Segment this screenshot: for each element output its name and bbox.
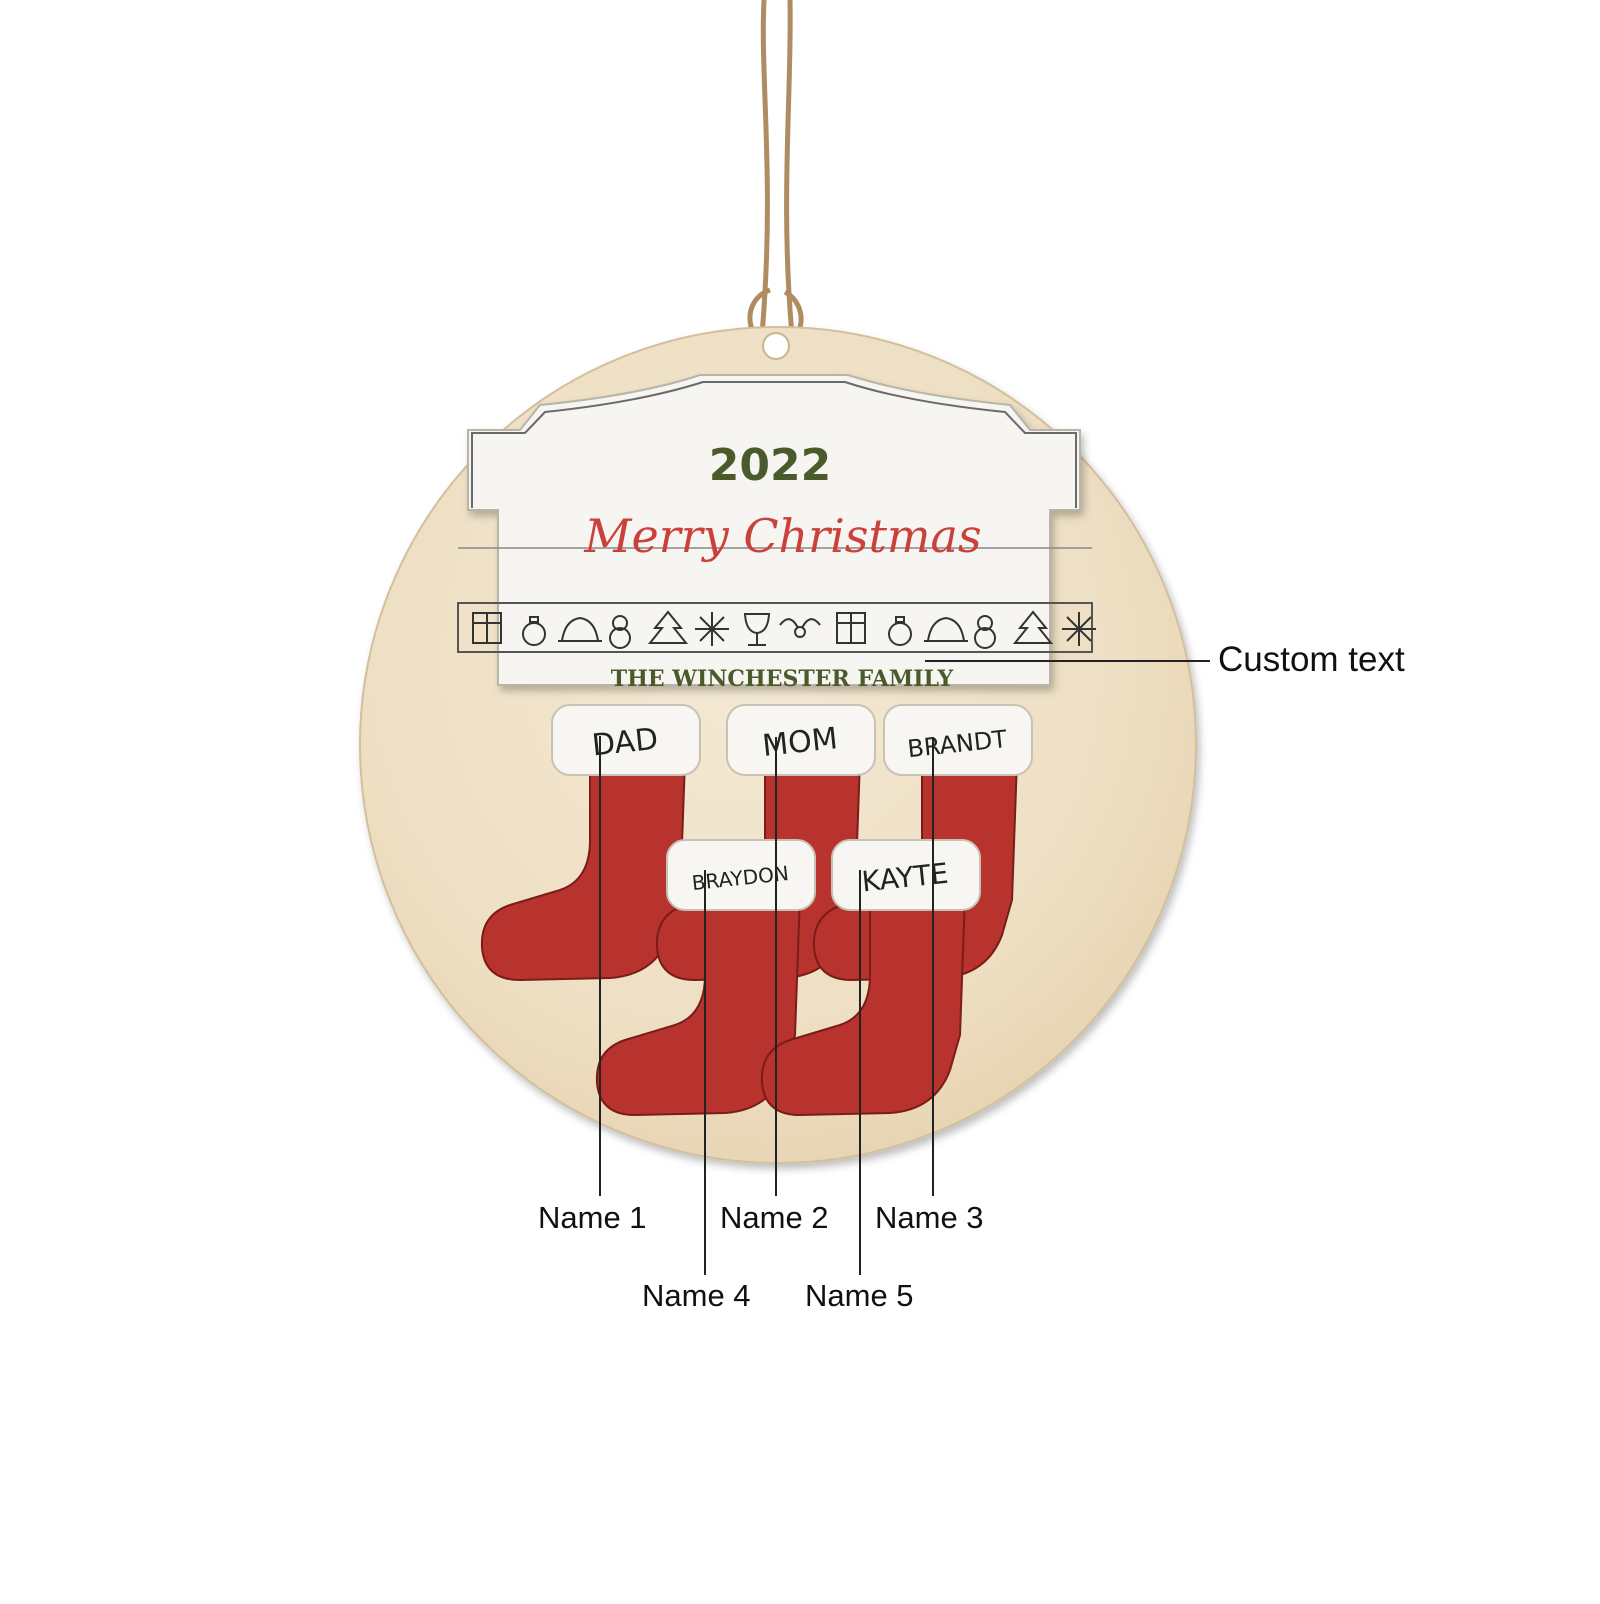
stocking-name-mom: MOM xyxy=(761,721,840,764)
holly-icon xyxy=(779,618,821,638)
name2-label: Name 2 xyxy=(720,1200,829,1235)
custom-text-leader xyxy=(925,660,1210,662)
name4-leader xyxy=(704,870,706,1275)
stocking-braydon: BRAYDON xyxy=(595,839,816,1116)
stocking-kayte: KAYTE xyxy=(760,839,981,1116)
name2-leader xyxy=(775,737,777,1196)
year-text: 2022 xyxy=(709,440,831,491)
stocking-dad: DAD xyxy=(480,704,701,981)
greeting-text: Merry Christmas xyxy=(583,509,981,563)
bell-icon xyxy=(558,616,602,642)
bell-icon xyxy=(924,616,968,642)
hanging-hole xyxy=(762,332,790,360)
snowflake-icon xyxy=(1062,612,1096,646)
tree-icon xyxy=(647,610,689,644)
icon-row xyxy=(472,610,1096,649)
name3-leader xyxy=(932,737,934,1196)
gift-icon xyxy=(472,612,502,644)
ornament-ball-icon xyxy=(888,616,912,646)
snowman-icon xyxy=(974,615,996,649)
stocking-name-dad: DAD xyxy=(590,722,659,764)
twine xyxy=(747,0,804,349)
snowflake-icon xyxy=(695,612,729,646)
name3-label: Name 3 xyxy=(875,1200,984,1235)
ornament-ball-icon xyxy=(522,616,546,646)
custom-text-label: Custom text xyxy=(1218,640,1405,679)
stocking-brandt: BRANDT xyxy=(812,704,1033,981)
name5-leader xyxy=(859,870,861,1275)
name1-label: Name 1 xyxy=(538,1200,647,1235)
family-text: THE WINCHESTER FAMILY xyxy=(611,666,954,692)
tree-icon xyxy=(1012,610,1054,644)
gift-icon xyxy=(836,612,866,644)
name4-label: Name 4 xyxy=(642,1278,751,1313)
name1-leader xyxy=(599,736,601,1196)
wine-glass-icon xyxy=(743,613,771,646)
name5-label: Name 5 xyxy=(805,1278,914,1313)
stocking-mom: MOM xyxy=(655,704,876,981)
snowman-icon xyxy=(609,615,631,649)
plaque xyxy=(467,374,1081,686)
